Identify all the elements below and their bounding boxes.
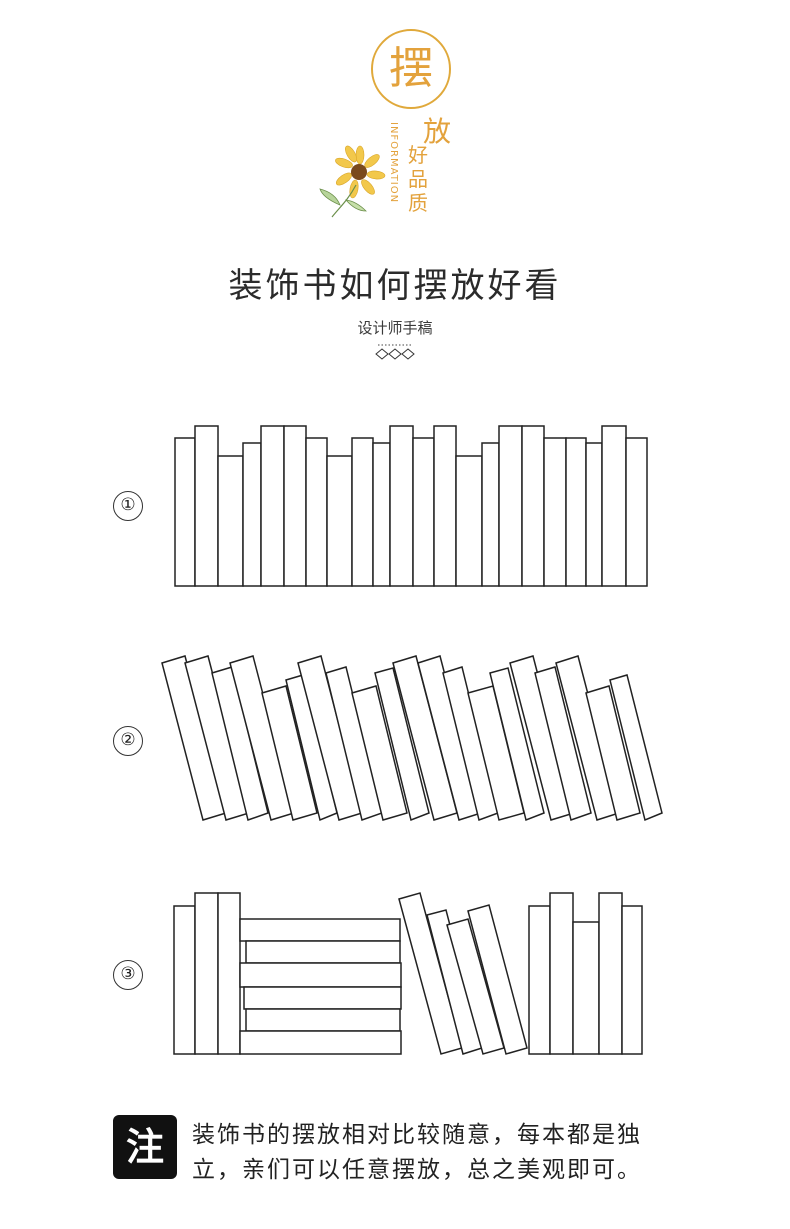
- book: [543, 437, 567, 587]
- book: [498, 425, 523, 587]
- note-badge: 注: [113, 1115, 177, 1179]
- book: [194, 425, 219, 587]
- book: [174, 437, 196, 587]
- book: [305, 437, 328, 587]
- book: [242, 442, 262, 587]
- book-stacked: [239, 1030, 402, 1055]
- example-number-1: ①: [113, 491, 143, 521]
- shelf-upright: [174, 425, 648, 587]
- seal-character: 摆: [389, 43, 433, 94]
- book-stacked: [243, 986, 402, 1010]
- sunflower-icon: [319, 145, 386, 218]
- book: [261, 685, 318, 821]
- book: [489, 667, 545, 822]
- book: [351, 685, 408, 821]
- example-number-3: ③: [113, 960, 143, 990]
- book: [601, 425, 627, 587]
- book: [326, 455, 353, 587]
- page-subtitle: 设计师手稿: [357, 319, 433, 337]
- book: [372, 442, 391, 587]
- book: [351, 437, 374, 587]
- book: [412, 437, 435, 587]
- book: [173, 905, 196, 1055]
- book: [194, 892, 219, 1055]
- book: [572, 921, 600, 1055]
- book: [585, 442, 603, 587]
- book: [433, 425, 457, 587]
- book: [389, 425, 414, 587]
- information-label: INFORMATION: [388, 122, 399, 204]
- book-stacked: [239, 918, 401, 942]
- book: [625, 437, 648, 587]
- note-text-line-1: 装饰书的摆放相对比较随意，每本都是独: [192, 1122, 642, 1148]
- note-text-line-2: 立，亲们可以任意摆放，总之美观即可。: [192, 1157, 642, 1183]
- vertical-subtitle: 好品质: [408, 143, 428, 215]
- book: [260, 425, 285, 587]
- note-badge-label: 注: [125, 1125, 164, 1169]
- example-number-2: ②: [113, 726, 143, 756]
- page-title: 装饰书如何摆放好看: [228, 266, 562, 306]
- book: [481, 442, 500, 587]
- book: [217, 455, 244, 587]
- book-stacked: [245, 1008, 401, 1032]
- book: [283, 425, 307, 587]
- book: [549, 892, 574, 1055]
- ornament-divider: [375, 344, 415, 360]
- shelf-leaning: [161, 655, 663, 822]
- book: [528, 905, 551, 1055]
- seal-emblem: 摆: [371, 29, 451, 109]
- book-stacked: [239, 962, 402, 988]
- book: [217, 892, 241, 1055]
- book: [455, 455, 483, 587]
- book: [585, 685, 641, 821]
- book: [211, 666, 269, 821]
- header-character: 放: [423, 115, 452, 148]
- book: [621, 905, 643, 1055]
- shelf-mixed: [173, 892, 643, 1055]
- book-stacked: [245, 940, 401, 964]
- book: [565, 437, 587, 587]
- book: [534, 666, 592, 821]
- book: [467, 904, 528, 1055]
- book: [374, 667, 430, 822]
- book: [609, 674, 663, 822]
- book: [521, 425, 545, 587]
- book: [598, 892, 623, 1055]
